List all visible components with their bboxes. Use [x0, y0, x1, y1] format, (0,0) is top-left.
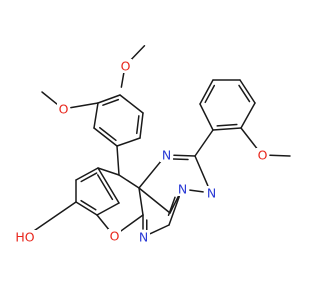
double-bond-e3-e4 — [80, 199, 97, 211]
double-bond-a5-a6 — [136, 115, 140, 135]
bond-g5-g6 — [199, 79, 214, 105]
atom-label-n1: N — [160, 148, 173, 163]
atom-label-o3: O — [256, 148, 269, 163]
double-bond-f3-n3 — [167, 196, 176, 217]
double-bond-e1-e2 — [80, 172, 98, 183]
bond-f5-g1 — [194, 129, 214, 157]
double-bond-a1-a2 — [102, 98, 120, 106]
atom-label-n4: N — [137, 230, 150, 245]
bond-e1-e2 — [75, 167, 99, 181]
bond-f1-f2 — [138, 187, 144, 216]
bond-f5-n2 — [194, 155, 209, 187]
bond-e5-e1 — [97, 167, 120, 204]
atom-label-o2: O — [57, 102, 70, 117]
bond-g6-g1 — [199, 103, 214, 131]
bond-c11-f1 — [118, 174, 140, 189]
double-bond-n1-f5 — [172, 158, 189, 161]
bond-a4-c11 — [116, 145, 120, 176]
bond-o3-me3 — [269, 154, 291, 157]
bond-a6-a1 — [119, 94, 144, 114]
svg-text:N: N — [139, 230, 148, 245]
bond-f1-n1 — [138, 160, 162, 189]
bond-n3-f4 — [169, 195, 180, 214]
svg-text:O: O — [59, 102, 69, 117]
bond-n1-f5 — [173, 154, 196, 157]
bond-e3-ho — [30, 201, 77, 234]
atom-label-o1: O — [119, 59, 132, 74]
bond-e3-e4 — [75, 201, 98, 216]
bond-g1-g2 — [212, 127, 242, 131]
svg-text:O: O — [121, 59, 131, 74]
bond-a5-a6 — [139, 112, 144, 139]
double-bond-a3-a4 — [99, 126, 117, 142]
svg-text:O: O — [110, 229, 120, 244]
bond-a1-a2 — [97, 94, 121, 104]
double-bond-g5-g6 — [204, 84, 216, 104]
atom-label-n2: N — [176, 182, 189, 197]
bond-f3-n3 — [168, 195, 181, 226]
svg-text:N: N — [207, 186, 216, 201]
bond-o2-me2 — [41, 91, 58, 105]
atom-labels-layer: O O O N N N N O — [13, 59, 269, 245]
double-bond-g3-g4 — [238, 84, 251, 103]
svg-text:N: N — [178, 182, 187, 197]
bond-a2-o2 — [70, 102, 99, 109]
bond-g3-g4 — [239, 79, 256, 104]
double-bond-g1-g2 — [216, 123, 238, 127]
bond-a2-a3 — [93, 102, 99, 129]
svg-text:O: O — [258, 148, 268, 163]
bond-e4-e5 — [96, 202, 120, 216]
bond-n2-n3 — [189, 189, 204, 193]
bond-n4-f3 — [149, 224, 170, 235]
bond-e4-o4 — [96, 214, 110, 231]
bond-f4-f1 — [138, 187, 171, 214]
double-bond-e5-e1 — [96, 174, 114, 201]
molecule-structure-diagram: O O O N N N N O — [13, 45, 291, 245]
bond-g2-o3 — [240, 127, 258, 150]
atom-label-n3: N — [205, 186, 218, 201]
bond-c11-e1 — [97, 167, 120, 176]
bond-o4-f2 — [119, 214, 144, 233]
atom-label-o4: O — [108, 229, 121, 244]
bond-a3-a4 — [93, 127, 118, 147]
atom-label-oh: HO — [13, 230, 37, 245]
svg-text:N: N — [162, 148, 171, 163]
svg-text:HO: HO — [15, 230, 34, 245]
bonds-layer — [30, 45, 291, 235]
bond-a4-a5 — [116, 137, 141, 147]
bond-g2-g3 — [240, 102, 256, 129]
